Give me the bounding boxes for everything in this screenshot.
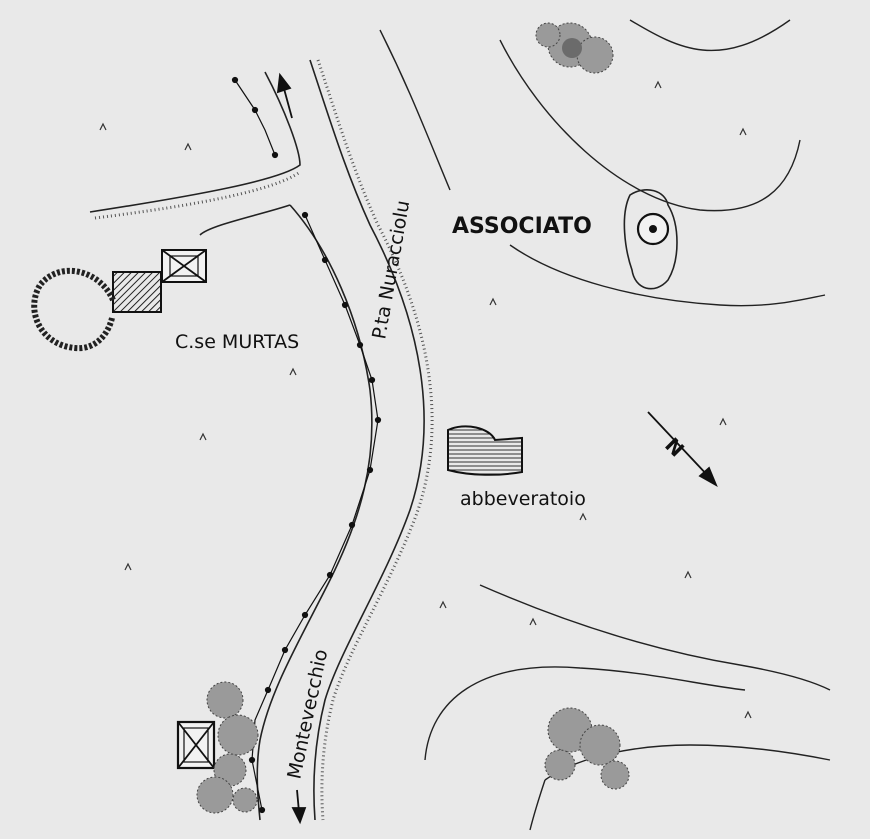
- contour-lines: [379, 19, 831, 831]
- label-associato: ASSOCIATO: [452, 214, 592, 239]
- fence-line: [231, 76, 382, 814]
- north-arrow: [647, 411, 718, 488]
- road-arrow-up: [276, 72, 293, 119]
- building-hatched: [112, 271, 162, 313]
- label-abbeveratoio: abbeveratoio: [460, 488, 586, 510]
- road-arrow-down: [291, 789, 307, 825]
- main-road: [256, 59, 425, 821]
- label-case-murtas: C.se MURTAS: [175, 331, 299, 353]
- associato-site-symbol: [623, 189, 678, 290]
- lower-building: [176, 720, 216, 770]
- branch-road: [89, 71, 301, 236]
- case-murtas-buildings: [31, 249, 207, 352]
- stone-enclosure: [31, 267, 116, 352]
- grass-tufts: [99, 80, 752, 719]
- tree-canopy-dark: [562, 38, 582, 58]
- abbeveratoio-trough: [447, 425, 523, 476]
